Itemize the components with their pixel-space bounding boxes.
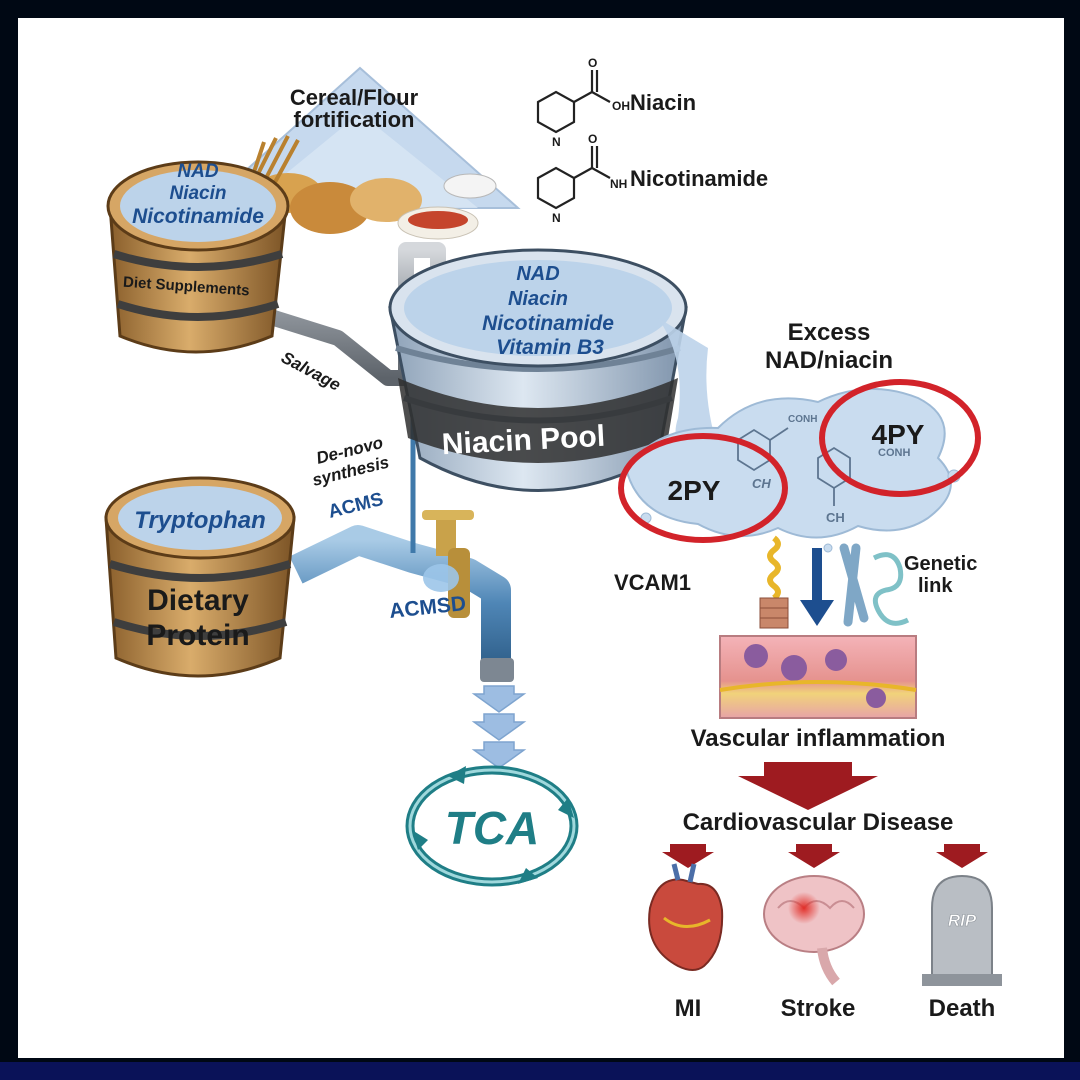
niacin-label: Niacin <box>630 90 696 115</box>
supplements-niacin-label: Niacin <box>169 183 226 204</box>
conh2-label-b: CONH <box>878 447 910 459</box>
nicotinamide-nitrogen-label: N <box>552 211 561 225</box>
diagram-frame: Cereal/Flour fortification O OH N Niacin… <box>18 18 1064 1058</box>
niacin-nitrogen-label: N <box>552 135 561 149</box>
metabolite-4py-label: 4PY <box>872 419 925 450</box>
big-down-arrow-icon <box>738 762 878 810</box>
niacin-oxygen-label: O <box>588 56 597 70</box>
fortification-label-line2: fortification <box>294 107 415 132</box>
overflow-stream <box>658 318 718 458</box>
brain-icon <box>763 875 865 986</box>
niacin-pathway-diagram: Cereal/Flour fortification O OH N Niacin… <box>104 56 1002 1022</box>
death-arrow-icon <box>936 844 988 868</box>
vascular-tissue-image <box>719 635 917 719</box>
metabolite-splash: CONH CONH CH CH <box>624 387 961 553</box>
genetic-label-line1: Genetic <box>904 553 977 575</box>
tombstone-icon: RIP <box>922 874 1002 986</box>
salvage-label: Salvage <box>278 348 344 395</box>
heart-icon <box>648 863 724 971</box>
pipe-outlet <box>480 658 514 682</box>
stroke-arrow-icon <box>788 844 840 868</box>
excess-label-line2: NAD/niacin <box>765 347 893 374</box>
niacin-structure-icon <box>536 70 611 134</box>
down-arrow-icon <box>800 548 834 626</box>
nicotinamide-structure-icon <box>536 146 611 210</box>
supplements-barrel: NAD Niacin Nicotinamide Diet Supplements <box>106 160 290 354</box>
dietary-label: Dietary <box>147 584 249 617</box>
fortification-pyramid: Cereal/Flour fortification <box>201 66 521 244</box>
nicotinamide-label: Nicotinamide <box>630 166 768 191</box>
chromosome-icon <box>839 543 910 627</box>
mi-label: MI <box>675 995 702 1022</box>
bottom-bar <box>0 1062 1080 1080</box>
supplements-nad-label: NAD <box>177 161 218 182</box>
faucet-icon <box>422 510 474 618</box>
conh2-label-a: CONH <box>788 414 817 425</box>
nicotinamide-oxygen-label: O <box>588 132 597 146</box>
tca-flow-arrows <box>471 685 527 769</box>
acms-label: ACMS <box>326 489 385 523</box>
vascular-inflammation-label: Vascular inflammation <box>691 725 946 752</box>
nicotinamide-nh2-label: NH <box>610 177 627 191</box>
mi-arrow-icon <box>662 844 714 868</box>
metabolite-2py: 2PY <box>618 433 788 543</box>
tca-label: TCA <box>445 802 540 854</box>
excess-label-line1: Excess <box>788 319 871 346</box>
ch3-label-a: CH <box>752 476 771 491</box>
fortification-label-line1: Cereal/Flour <box>290 85 419 110</box>
metabolite-2py-label: 2PY <box>668 475 721 506</box>
ch3-label-b: CH <box>826 510 845 525</box>
tryptophan-label: Tryptophan <box>134 507 266 534</box>
death-label: Death <box>929 995 996 1022</box>
cardiovascular-disease-label: Cardiovascular Disease <box>683 809 954 836</box>
protein-label: Protein <box>146 619 249 652</box>
vcam1-receptor-icon <box>759 535 789 629</box>
pool-nicotinamide-label: Nicotinamide <box>482 312 614 335</box>
tca-cycle-icon: TCA <box>405 765 579 887</box>
niacin-oh-label: OH <box>612 99 630 113</box>
protein-barrel: Tryptophan Dietary Protein <box>104 476 296 678</box>
niacin-pool: NAD Niacin Nicotinamide Vitamin B3 Niaci… <box>388 248 718 492</box>
rip-label: RIP <box>948 911 977 930</box>
genetic-label-line2: link <box>918 575 953 597</box>
supplements-nicotinamide-label: Nicotinamide <box>132 205 264 228</box>
pool-niacin-label: Niacin <box>508 288 568 310</box>
vcam1-label: VCAM1 <box>614 570 691 595</box>
metabolite-4py: 4PY <box>819 379 981 497</box>
pool-vitamin-b3-label: Vitamin B3 <box>496 336 604 359</box>
stroke-label: Stroke <box>781 995 856 1022</box>
pool-nad-label: NAD <box>516 263 559 285</box>
acmsd-label: ACMSD <box>388 592 467 623</box>
